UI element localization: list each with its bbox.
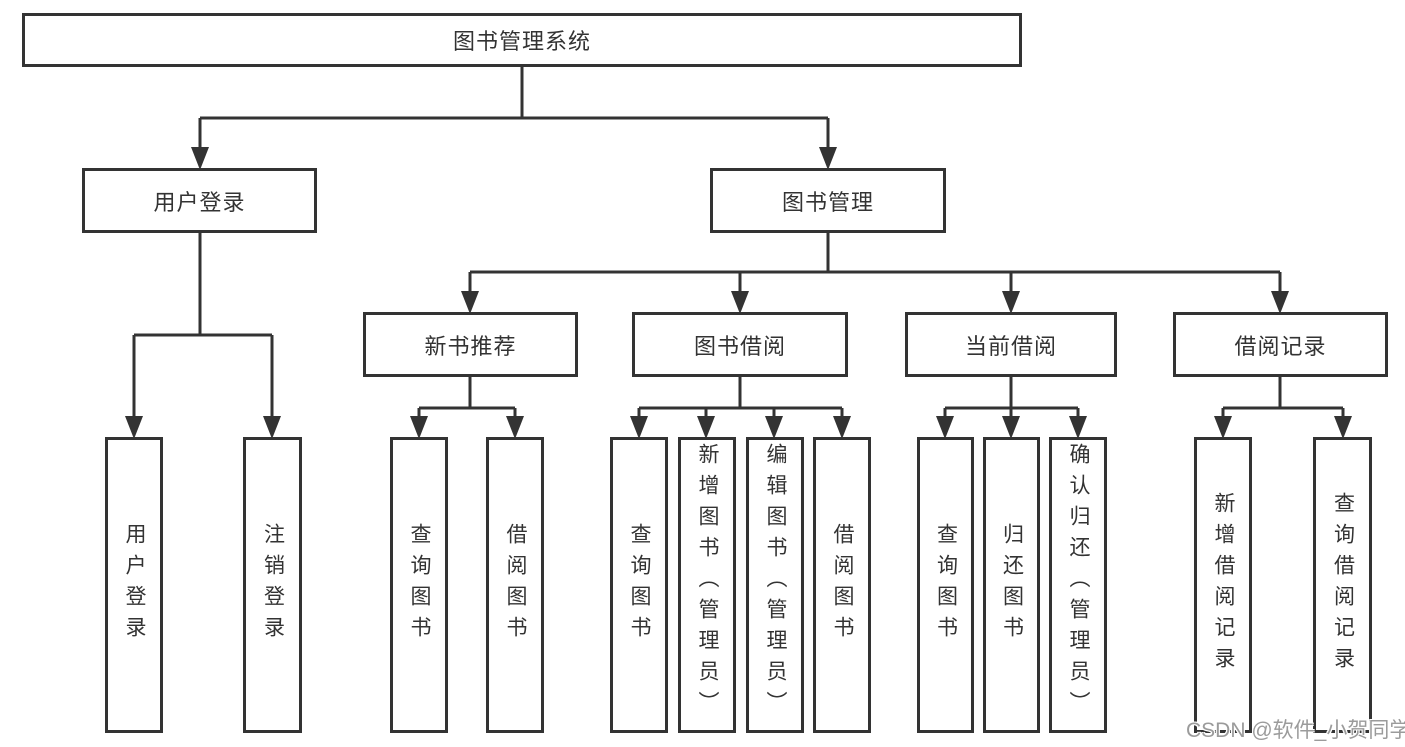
leaf-label: 查询图书 bbox=[934, 523, 958, 647]
leaf-logout: 注销登录 bbox=[243, 437, 302, 733]
node-label: 当前借阅 bbox=[964, 333, 1057, 359]
leaf-confirm-return-admin: 确认归还（管理员） bbox=[1049, 437, 1107, 733]
arrowhead bbox=[506, 416, 524, 439]
leaf-query-book-recommend: 查询图书 bbox=[390, 437, 448, 733]
arrowhead bbox=[1214, 416, 1232, 439]
leaf-label: 查询借阅记录 bbox=[1331, 492, 1355, 678]
arrowhead bbox=[1271, 291, 1289, 314]
arrowhead bbox=[125, 416, 143, 439]
node-label: 图书管理 bbox=[781, 189, 874, 215]
arrowhead bbox=[1069, 416, 1087, 439]
edge-book-management-to-level3 bbox=[461, 233, 1289, 314]
arrowhead bbox=[697, 416, 715, 439]
leaf-label: 查询图书 bbox=[408, 523, 432, 647]
node-new-book-recommend: 新书推荐 bbox=[363, 312, 578, 377]
leaf-label: 用户登录 bbox=[123, 523, 147, 647]
leaf-borrow-book-recommend: 借阅图书 bbox=[486, 437, 544, 733]
arrowhead bbox=[263, 416, 281, 439]
arrowhead bbox=[833, 416, 851, 439]
node-label: 图书借阅 bbox=[693, 333, 786, 359]
edge-current-borrow-to-leaves bbox=[936, 377, 1087, 439]
csdn-watermark: CSDN @软件_小贺同学 bbox=[1186, 719, 1405, 742]
edge-root-to-level2 bbox=[191, 67, 837, 170]
arrowhead bbox=[765, 416, 783, 439]
arrowhead bbox=[1002, 291, 1020, 314]
arrowhead bbox=[410, 416, 428, 439]
edge-borrow-record-to-leaves bbox=[1214, 377, 1352, 439]
arrowhead bbox=[630, 416, 648, 439]
leaf-label: 确认归还（管理员） bbox=[1067, 443, 1091, 722]
node-label: 新书推荐 bbox=[424, 333, 517, 359]
leaf-label: 新增图书（管理员） bbox=[696, 443, 720, 722]
arrowhead bbox=[461, 291, 479, 314]
leaf-label: 归还图书 bbox=[1000, 523, 1024, 647]
leaf-label: 借阅图书 bbox=[504, 523, 528, 647]
edge-new-book-to-leaves bbox=[410, 377, 524, 439]
leaf-label: 新增借阅记录 bbox=[1212, 492, 1236, 678]
node-borrow-record: 借阅记录 bbox=[1173, 312, 1388, 377]
leaf-query-book-current: 查询图书 bbox=[917, 437, 974, 733]
leaf-label: 注销登录 bbox=[261, 523, 285, 647]
node-book-borrow: 图书借阅 bbox=[632, 312, 848, 377]
node-current-borrow: 当前借阅 bbox=[905, 312, 1117, 377]
leaf-user-login: 用户登录 bbox=[105, 437, 163, 733]
edge-book-borrow-to-leaves bbox=[630, 377, 851, 439]
node-label: 用户登录 bbox=[153, 189, 246, 215]
leaf-edit-book-admin: 编辑图书（管理员） bbox=[746, 437, 804, 733]
arrowhead bbox=[731, 291, 749, 314]
arrowhead bbox=[819, 147, 837, 170]
node-library-management-system: 图书管理系统 bbox=[22, 13, 1022, 67]
node-user-login: 用户登录 bbox=[82, 168, 317, 233]
edge-user-login-to-leaves bbox=[125, 233, 281, 439]
node-label: 借阅记录 bbox=[1234, 333, 1327, 359]
arrowhead bbox=[936, 416, 954, 439]
leaf-return-book: 归还图书 bbox=[983, 437, 1040, 733]
node-label: 图书管理系统 bbox=[452, 29, 591, 54]
leaf-add-borrow-record: 新增借阅记录 bbox=[1194, 437, 1252, 733]
leaf-query-borrow-record: 查询借阅记录 bbox=[1313, 437, 1372, 733]
leaf-add-book-admin: 新增图书（管理员） bbox=[678, 437, 736, 733]
leaf-label: 编辑图书（管理员） bbox=[764, 443, 788, 722]
arrowhead bbox=[1002, 416, 1020, 439]
leaf-label: 借阅图书 bbox=[831, 523, 855, 647]
node-book-management: 图书管理 bbox=[710, 168, 946, 233]
leaf-query-book-borrow: 查询图书 bbox=[610, 437, 668, 733]
arrowhead bbox=[1334, 416, 1352, 439]
leaf-label: 查询图书 bbox=[628, 523, 652, 647]
leaf-borrow-book: 借阅图书 bbox=[813, 437, 871, 733]
arrowhead bbox=[191, 147, 209, 170]
